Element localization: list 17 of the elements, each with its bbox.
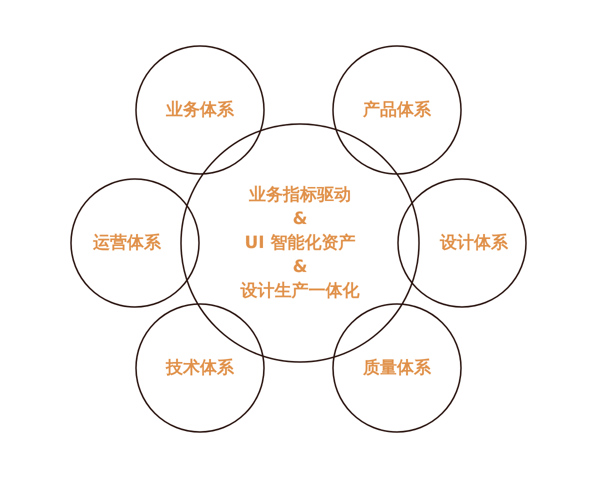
circle-node xyxy=(397,178,527,308)
node-label: 设计体系 xyxy=(440,232,508,255)
node-label: & xyxy=(292,256,308,279)
node-label: 质量体系 xyxy=(363,357,431,380)
node-label: 业务指标驱动 xyxy=(248,184,352,207)
node-label: 产品体系 xyxy=(363,99,431,122)
node-label: UI 智能化资产 xyxy=(243,232,357,255)
node-label: 设计生产一体化 xyxy=(240,280,360,303)
circle-node xyxy=(135,303,265,433)
circle-node xyxy=(332,45,462,175)
node-label: 业务体系 xyxy=(166,99,234,122)
node-label: & xyxy=(292,208,308,231)
circle-node xyxy=(332,303,462,433)
node-label: 技术体系 xyxy=(166,357,234,380)
node-label: 运营体系 xyxy=(93,232,161,255)
circle-node xyxy=(70,178,200,308)
circle-node xyxy=(135,45,265,175)
